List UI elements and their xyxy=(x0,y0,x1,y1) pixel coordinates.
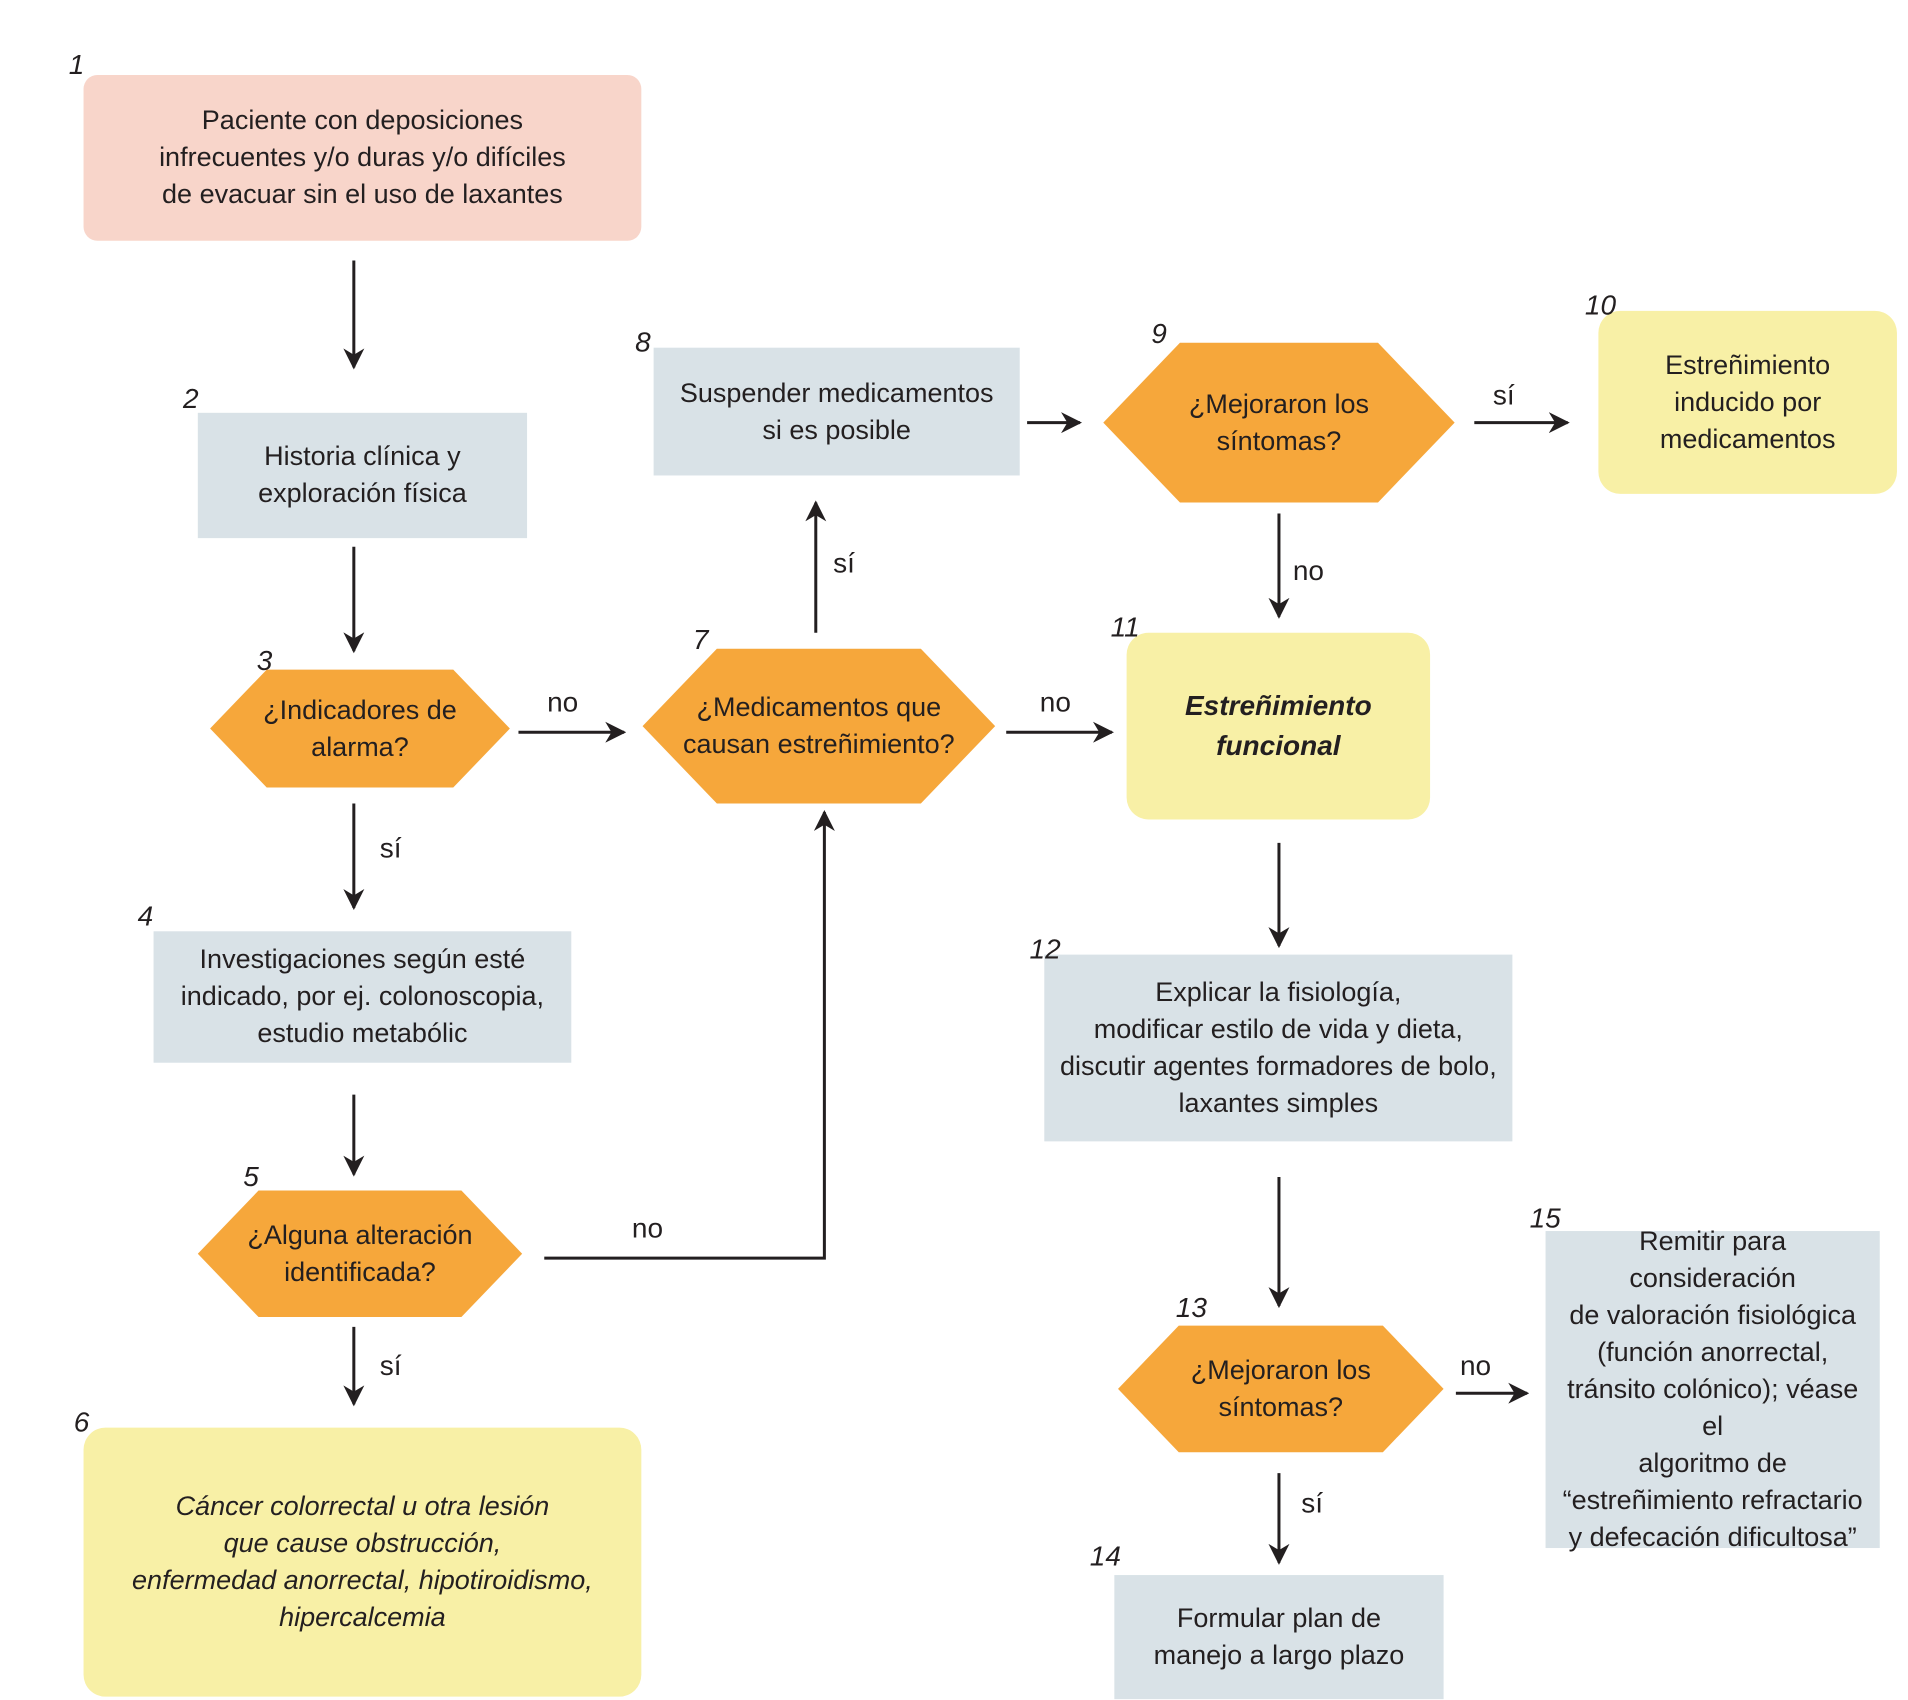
node-12-shape xyxy=(1044,954,1513,1142)
edge-label-7-to-11: no xyxy=(1040,687,1071,718)
step-number-1: 1 xyxy=(69,49,85,80)
node-14: Formular plan de manejo a largo plazo xyxy=(1114,1575,1443,1699)
node-15-text: Remitir para consideración de valoración… xyxy=(1562,1226,1863,1553)
node-4-shape xyxy=(153,931,572,1063)
step-number-2: 2 xyxy=(182,383,199,414)
step-number-10: 10 xyxy=(1585,290,1617,321)
node-9-text: ¿Mejoraron los síntomas? xyxy=(1188,388,1369,456)
node-3-shape xyxy=(210,669,510,788)
node-1: Paciente con deposiciones infrecuentes y… xyxy=(84,75,642,241)
node-5: ¿Alguna alteración identificada? xyxy=(198,1191,522,1318)
edge-label-13-to-15: no xyxy=(1460,1350,1491,1381)
node-15-shape xyxy=(1545,1231,1880,1549)
node-6-text: Cáncer colorrectal u otra lesión que cau… xyxy=(132,1491,593,1633)
node-13-text: ¿Mejoraron los síntomas? xyxy=(1190,1354,1371,1422)
node-10: Estreñimiento inducido por medicamentos xyxy=(1598,311,1897,494)
edge-label-9-to-11: no xyxy=(1293,555,1324,586)
node-12: Explicar la fisiología, modificar estilo… xyxy=(1044,955,1512,1142)
node-2-text: Historia clínica y exploración física xyxy=(258,441,467,509)
edge-label-3-to-7: no xyxy=(547,687,578,718)
step-number-15: 15 xyxy=(1530,1203,1562,1234)
node-7: ¿Medicamentos que causan estreñimiento? xyxy=(643,649,996,804)
node-7-text: ¿Medicamentos que causan estreñimiento? xyxy=(683,692,955,760)
node-13-shape xyxy=(1118,1325,1444,1453)
node-12-text: Explicar la fisiología, modificar estilo… xyxy=(1059,976,1497,1118)
node-15: Remitir para consideración de valoración… xyxy=(1546,1226,1880,1552)
node-5-text: ¿Alguna alteración identificada? xyxy=(247,1219,473,1287)
edge-label-5-to-6: sí xyxy=(380,1350,402,1381)
step-number-8: 8 xyxy=(635,327,651,358)
node-2-shape xyxy=(197,412,528,539)
edge-label-13-to-14: sí xyxy=(1301,1488,1323,1519)
node-7-shape xyxy=(642,648,996,804)
edge-label-3-to-4: sí xyxy=(380,833,402,864)
edge-label-5-to-7: no xyxy=(632,1212,663,1243)
step-number-3: 3 xyxy=(257,645,273,676)
node-2: Historia clínica y exploración física xyxy=(198,413,527,538)
node-3: ¿Indicadores de alarma? xyxy=(210,670,510,788)
node-3-text: ¿Indicadores de alarma? xyxy=(263,694,457,762)
step-number-14: 14 xyxy=(1090,1540,1121,1571)
step-number-7: 7 xyxy=(693,624,710,655)
node-8-shape xyxy=(653,347,1020,476)
node-6: Cáncer colorrectal u otra lesión que cau… xyxy=(84,1428,642,1697)
step-number-12: 12 xyxy=(1030,933,1062,964)
edge-label-7-to-8: sí xyxy=(833,548,855,579)
node-14-text: Formular plan de manejo a largo plazo xyxy=(1153,1603,1405,1671)
node-6-shape xyxy=(83,1427,642,1697)
edge-5-to-7 xyxy=(544,809,835,1260)
node-8: Suspender medicamentos si es posible xyxy=(654,348,1020,476)
node-11-shape xyxy=(1126,632,1431,820)
edge-label-9-to-10: sí xyxy=(1493,379,1515,410)
node-14-shape xyxy=(1114,1575,1444,1700)
step-number-6: 6 xyxy=(74,1406,90,1437)
node-9: ¿Mejoraron los síntomas? xyxy=(1103,343,1454,503)
step-number-9: 9 xyxy=(1151,318,1167,349)
node-4-text: Investigaciones según esté indicado, por… xyxy=(180,944,545,1049)
node-8-text: Suspender medicamentos si es posible xyxy=(679,377,994,445)
node-11-text: Estreñimiento funcional xyxy=(1184,690,1372,762)
step-number-11: 11 xyxy=(1111,612,1140,643)
node-10-text: Estreñimiento inducido por medicamentos xyxy=(1659,349,1836,454)
step-number-13: 13 xyxy=(1176,1292,1208,1323)
step-number-5: 5 xyxy=(243,1161,259,1192)
node-4: Investigaciones según esté indicado, por… xyxy=(154,931,572,1062)
node-1-text: Paciente con deposiciones infrecuentes y… xyxy=(159,105,566,210)
node-1-shape xyxy=(83,74,642,241)
node-5-shape xyxy=(197,1190,523,1318)
step-number-4: 4 xyxy=(138,900,154,931)
node-13: ¿Mejoraron los síntomas? xyxy=(1118,1326,1444,1453)
node-10-shape xyxy=(1598,310,1897,494)
node-9-shape xyxy=(1103,342,1455,503)
node-11: Estreñimiento funcional xyxy=(1127,633,1430,820)
